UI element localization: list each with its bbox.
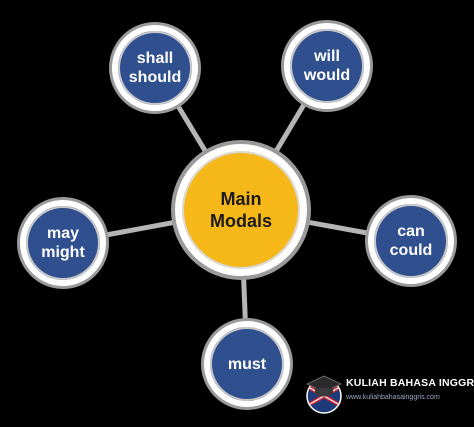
watermark-url: www.kuliahbahasainggris.com <box>346 394 440 401</box>
node-can-line2: could <box>389 242 433 259</box>
node-may-might: may might <box>20 200 106 286</box>
node-can-could: can could <box>368 198 454 284</box>
node-can-line1: can <box>397 223 425 240</box>
watermark-title: KULIAH BAHASA INGGRIS <box>346 377 474 389</box>
node-center-line2: Modals <box>209 211 272 231</box>
node-may-line2: might <box>41 244 85 261</box>
node-will-would: will would <box>284 23 370 109</box>
node-shall-line1: shall <box>136 50 174 67</box>
node-main-modals: Main Modals <box>175 144 307 276</box>
node-will-line1: will <box>314 48 340 65</box>
node-shall-should: shall should <box>112 25 198 111</box>
node-must-line1: must <box>227 355 267 373</box>
mortarboard-shield-icon <box>306 375 342 414</box>
node-will-line2: would <box>303 67 351 84</box>
node-may-line1: may <box>46 225 80 242</box>
node-center-line1: Main <box>220 189 262 209</box>
watermark-logo: KULIAH BAHASA INGGRIS www.kuliahbahasain… <box>303 370 474 416</box>
node-must: must <box>204 321 290 407</box>
node-shall-line2: should <box>128 69 182 86</box>
